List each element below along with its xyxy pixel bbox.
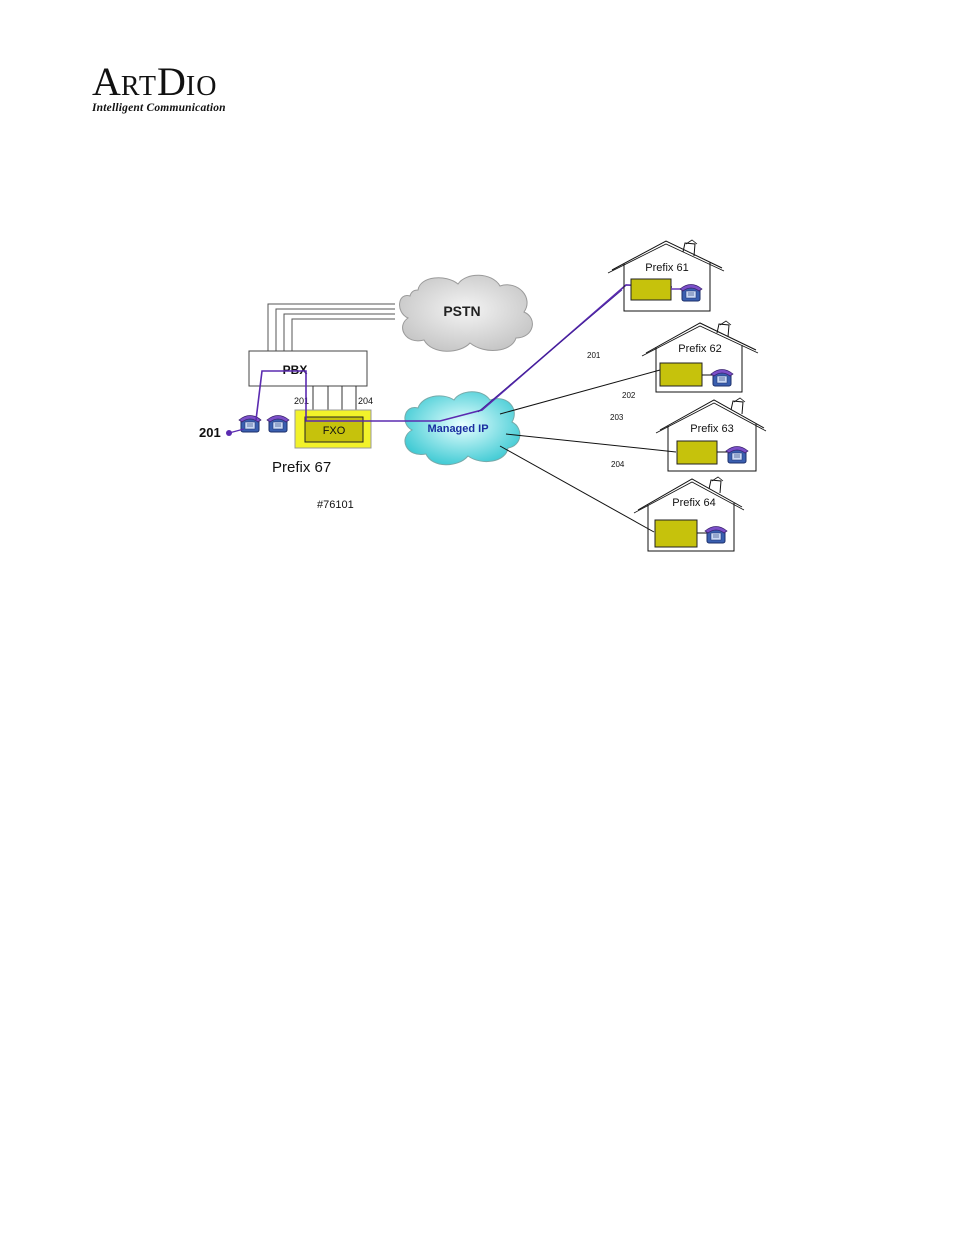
link-label-201: 201 — [587, 351, 601, 360]
phone-prefix-62 — [710, 369, 734, 387]
house-prefix-62: Prefix 62 — [641, 320, 759, 393]
link-to-prefix-63 — [505, 433, 677, 453]
logo-letters-rt: RT — [120, 71, 157, 102]
logo-letter-a: A — [92, 59, 121, 104]
logo-letter-d: D — [157, 59, 186, 104]
call-path — [255, 284, 673, 422]
local-phone-2 — [266, 415, 290, 433]
gateway-prefix-63 — [676, 440, 718, 465]
gateway-prefix-62 — [659, 362, 703, 387]
phone-prefix-63 — [725, 446, 749, 464]
pstn-cloud: PSTN — [399, 274, 533, 352]
pbx-fxo-port-lines — [312, 386, 357, 412]
link-label-202: 202 — [622, 391, 636, 400]
site-label-prefix-62: Prefix 62 — [678, 343, 721, 355]
gateway-prefix-61 — [630, 278, 672, 301]
managed-ip-label: Managed IP — [427, 423, 488, 435]
dial-string: #76101 — [317, 499, 354, 511]
site-label-prefix-64: Prefix 64 — [672, 497, 715, 509]
call-path-shadow — [477, 289, 623, 413]
caller-line — [228, 428, 245, 434]
pbx-box: PBX — [248, 350, 368, 387]
caller-extension: 201 — [199, 425, 221, 440]
link-to-prefix-62 — [499, 369, 661, 415]
local-prefix-label: Prefix 67 — [272, 459, 331, 476]
link-label-204: 204 — [611, 460, 625, 469]
house-prefix-64: Prefix 64 — [633, 476, 745, 552]
pbx-label: PBX — [283, 363, 308, 377]
artdio-logo: ARTDIO Intelligent Communication — [92, 62, 252, 122]
phone-prefix-64 — [704, 526, 728, 544]
house-prefix-63: Prefix 63 — [655, 397, 767, 472]
fxo-label: FXO — [323, 425, 346, 437]
link-to-prefix-64 — [499, 445, 655, 533]
pstn-label: PSTN — [443, 303, 480, 319]
link-label-203: 203 — [610, 413, 624, 422]
managed-ip-cloud: Managed IP — [404, 391, 521, 466]
logo-wordmark: ARTDIO — [92, 62, 252, 102]
house-prefix-61: Prefix 61 — [607, 239, 725, 312]
pstn-trunk-lines — [267, 303, 395, 351]
site-label-prefix-61: Prefix 61 — [645, 262, 688, 274]
gateway-prefix-64 — [654, 519, 698, 548]
phone-prefix-61 — [679, 284, 703, 302]
pbx-port-204: 204 — [358, 396, 373, 406]
site-label-prefix-63: Prefix 63 — [690, 423, 733, 435]
logo-letters-io: IO — [185, 71, 218, 102]
pbx-port-201: 201 — [294, 396, 309, 406]
logo-tagline: Intelligent Communication — [92, 102, 226, 114]
